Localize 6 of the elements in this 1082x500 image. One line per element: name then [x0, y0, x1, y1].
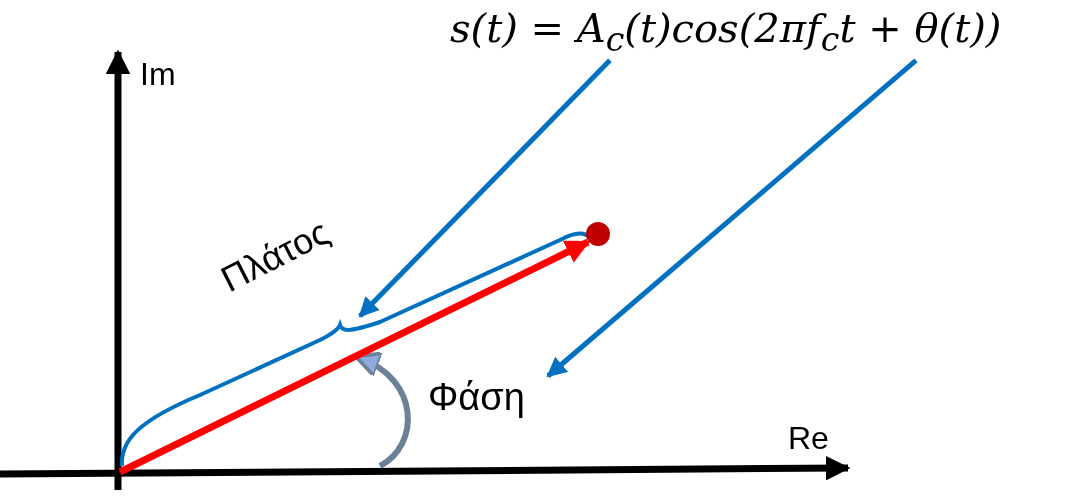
arrow: [546, 58, 918, 378]
phase-label: Φάση: [428, 378, 525, 416]
formula-text: s(t) = A$_{c}$(t)cos(2πf$_{c}$t + θ(t)): [450, 8, 1002, 57]
axis-label: Im: [140, 58, 176, 90]
axis-label: Re: [788, 422, 829, 454]
arrow: [358, 58, 612, 318]
